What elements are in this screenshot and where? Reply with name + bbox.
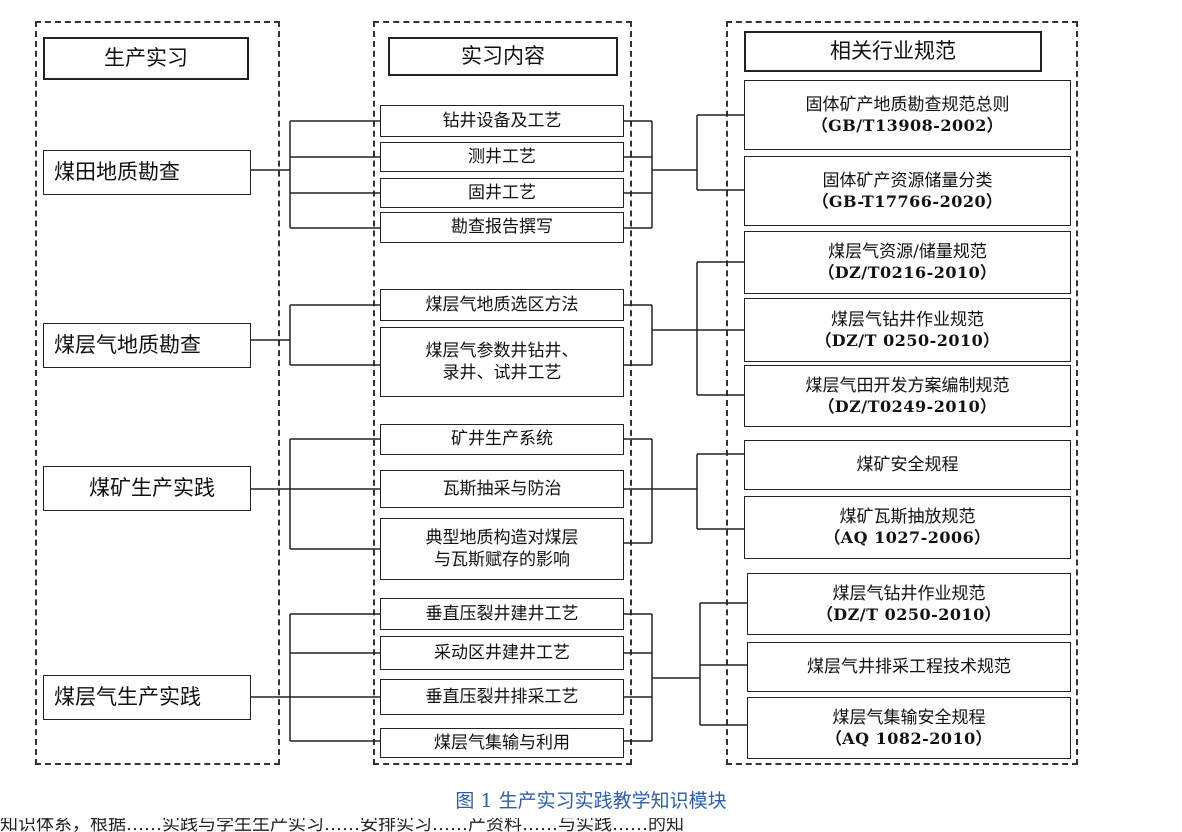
content-item: 煤层气集输与利用: [380, 728, 624, 758]
norm-item: 固体矿产资源储量分类（GB-T17766-2020）: [744, 156, 1071, 226]
norm-item: 煤矿瓦斯抽放规范（AQ 1027-2006）: [744, 496, 1071, 559]
content-item: 典型地质构造对煤层与瓦斯赋存的影响: [380, 518, 624, 580]
content-item: 测井工艺: [380, 142, 624, 172]
norm-item: 煤层气井排采工程技术规范: [747, 642, 1071, 692]
content-column: [373, 21, 632, 765]
content-item: 采动区井建井工艺: [380, 636, 624, 670]
content-item: 勘查报告撰写: [380, 212, 624, 243]
practice-box-cbm-exploration: 煤层气地质勘查: [43, 323, 251, 368]
practice-box-coal-mine-production: 煤矿生产实践: [43, 466, 251, 511]
norm-item: 煤层气田开发方案编制规范（DZ/T0249-2010）: [744, 365, 1071, 427]
practice-box-coalfield-exploration: 煤田地质勘查: [43, 150, 251, 195]
content-item: 垂直压裂井建井工艺: [380, 598, 624, 630]
content-item: 钻井设备及工艺: [380, 105, 624, 137]
body-text-fragment: 知识体系，根据……实践与学生生产实习……安排实习……产资料……与实践……的知: [0, 818, 684, 832]
content-item: 煤层气地质选区方法: [380, 289, 624, 321]
norm-item: 固体矿产地质勘查规范总则（GB/T13908-2002）: [744, 80, 1071, 150]
norm-item: 煤矿安全规程: [744, 440, 1071, 490]
practice-column: [35, 21, 280, 765]
content-item: 固井工艺: [380, 178, 624, 208]
content-item: 垂直压裂井排采工艺: [380, 679, 624, 715]
practice-header: 生产实习: [43, 37, 249, 80]
norm-item: 煤层气资源/储量规范（DZ/T0216-2010）: [744, 231, 1071, 294]
content-item: 矿井生产系统: [380, 424, 624, 455]
norm-item: 煤层气钻井作业规范（DZ/T 0250-2010）: [744, 298, 1071, 362]
content-item: 瓦斯抽采与防治: [380, 470, 624, 508]
norms-header: 相关行业规范: [744, 31, 1042, 72]
content-item: 煤层气参数井钻井、录井、试井工艺: [380, 327, 624, 397]
content-header: 实习内容: [388, 37, 618, 76]
norms-column: [726, 21, 1078, 765]
figure-caption: 图 1 生产实习实践教学知识模块: [455, 790, 727, 812]
practice-box-cbm-production: 煤层气生产实践: [43, 675, 251, 720]
norm-item: 煤层气钻井作业规范（DZ/T 0250-2010）: [747, 573, 1071, 635]
norm-item: 煤层气集输安全规程（AQ 1082-2010）: [747, 697, 1071, 759]
